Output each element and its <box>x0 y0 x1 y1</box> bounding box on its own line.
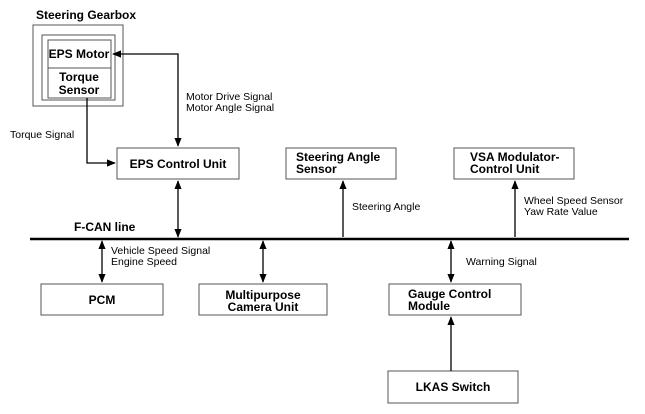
fcan-line-label: F-CAN line <box>74 220 136 234</box>
lkas-switch-label: LKAS Switch <box>416 380 491 394</box>
vehicle-speed-signal-label: Vehicle Speed Signal <box>111 245 210 257</box>
motor-drive-signal-label: Motor Drive Signal <box>186 91 272 103</box>
gearbox-title: Steering Gearbox <box>36 8 136 22</box>
camera-unit-label-line1: Multipurpose <box>225 288 301 302</box>
steering-angle-sensor-label-line1: Steering Angle <box>296 150 381 164</box>
vsa-modulator-label-line1: VSA Modulator- <box>470 150 560 164</box>
eps-control-unit-box <box>116 147 240 180</box>
camera-unit-box <box>198 283 328 316</box>
torque-sensor-box <box>47 67 112 99</box>
gauge-control-module-box <box>388 283 522 316</box>
lkas-switch-box <box>387 370 519 404</box>
camera-unit-label-line2: Camera Unit <box>228 300 299 314</box>
motor-angle-signal-label: Motor Angle Signal <box>186 102 274 114</box>
pcm-label: PCM <box>89 293 116 307</box>
eps-motor-label: EPS Motor <box>49 47 110 61</box>
wheel-speed-sensor-label: Wheel Speed Sensor <box>524 195 624 207</box>
steering-angle-sensor-label-line2: Sensor <box>296 162 337 176</box>
motor-signal-connector <box>112 50 182 147</box>
steering-angle-sensor-box <box>285 147 397 180</box>
gauge-control-label-line2: Module <box>408 299 450 313</box>
steering-angle-label: Steering Angle <box>352 201 420 213</box>
torque-sensor-label-line1: Torque <box>59 70 99 84</box>
torque-sensor-label-line2: Sensor <box>59 83 100 97</box>
torque-signal-connector <box>86 98 116 167</box>
yaw-rate-value-label: Yaw Rate Value <box>524 206 598 218</box>
pcm-box <box>40 283 164 316</box>
gauge-control-label-line1: Gauge Control <box>408 287 491 301</box>
engine-speed-label: Engine Speed <box>111 256 177 268</box>
eps-control-unit-label: EPS Control Unit <box>130 157 227 171</box>
vsa-modulator-box <box>453 147 575 180</box>
vsa-modulator-label-line2: Control Unit <box>470 162 539 176</box>
torque-signal-label: Torque Signal <box>10 129 74 141</box>
warning-signal-label: Warning Signal <box>466 256 537 268</box>
